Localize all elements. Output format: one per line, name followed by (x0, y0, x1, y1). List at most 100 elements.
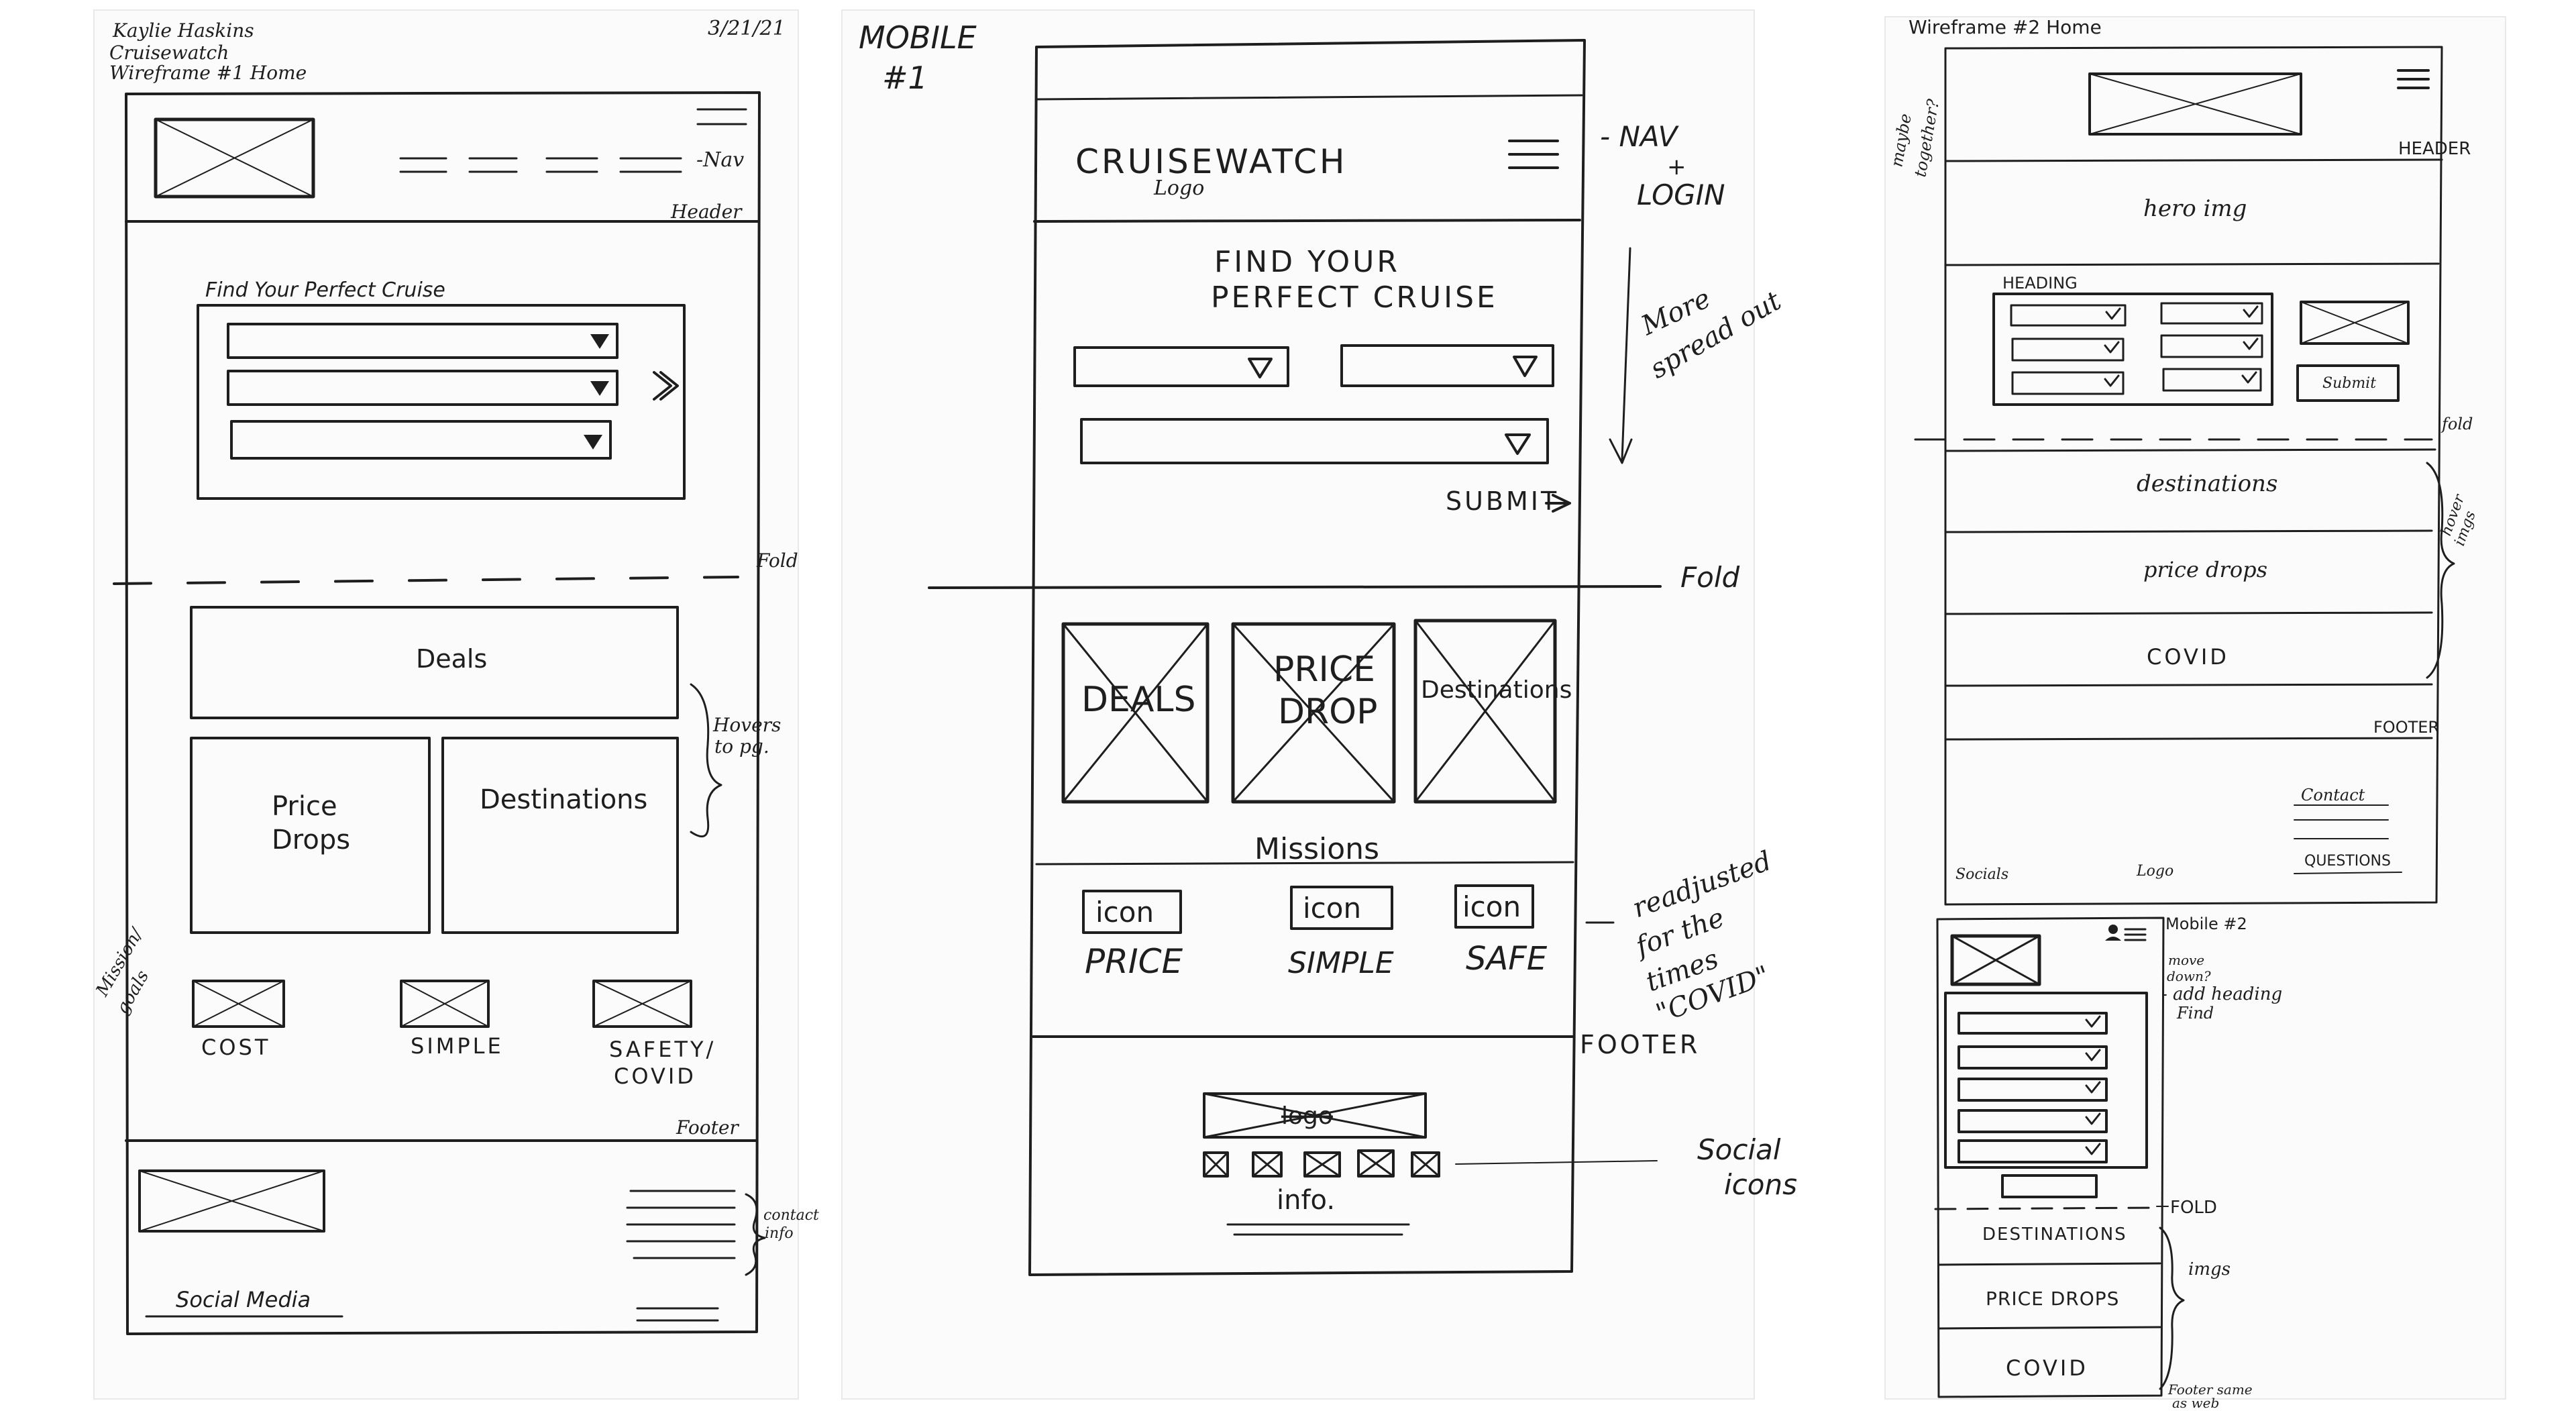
wireframe-title: Wireframe #1 Home (109, 62, 307, 84)
missions-divider (1035, 861, 1574, 866)
wireframe2-covid-label: COVID (2147, 644, 2229, 670)
wireframe2-logo-placeholder (2088, 72, 2302, 136)
wireframe2-fold-solid (1944, 448, 2436, 452)
wireframe2-questions-label: QUESTIONS (2304, 853, 2391, 870)
tile-destinations-label: Destinations (1421, 676, 1572, 704)
social-media-label: Social Media (176, 1287, 311, 1312)
mobile2-dropdowns (1957, 1012, 2108, 1163)
wireframe2-price-drops-label: price drops (2143, 557, 2267, 582)
search-arrow-icon (653, 371, 679, 401)
mobile1-title-2: #1 (882, 60, 928, 96)
add-heading-note-2: Find (2176, 1004, 2214, 1023)
mobile1-info-label: info. (1277, 1185, 1335, 1216)
wireframe2-heading-label: HEADING (2002, 274, 2078, 293)
mobile1-find-line-2: PERFECT CRUISE (1211, 280, 1498, 315)
safety-icon (592, 980, 692, 1028)
search-dropdown-3 (230, 420, 612, 460)
contact-note-1: contact (763, 1207, 819, 1224)
hero-divider (1944, 262, 2440, 266)
mission-price-icon: icon (1082, 890, 1182, 934)
mobile1-nav-note-1: - NAV (1600, 120, 1680, 153)
wireframe2-contact-label: Contact (2301, 786, 2365, 804)
footer-label: Footer (676, 1116, 739, 1139)
footer-same-note-2: as web (2172, 1395, 2219, 1411)
wireframe2-fold-label: fold (2440, 415, 2473, 433)
svg-text:icon: icon (1095, 896, 1154, 929)
wireframe2-hamburger-icon (2397, 69, 2430, 89)
cost-label: COST (201, 1035, 270, 1060)
wireframe2-header-divider (1944, 158, 2443, 162)
social-icons-note-2: icons (1724, 1168, 1797, 1201)
fold-dashed-line (113, 576, 739, 585)
mobile2-covid-label: COVID (2006, 1355, 2088, 1381)
more-spread-arrow (1609, 247, 1633, 464)
price-drops-card (190, 737, 431, 934)
social-icons-row (1203, 1149, 1440, 1178)
social-icons-note-1: Social (1697, 1133, 1781, 1166)
mission-simple-label: SIMPLE (1288, 946, 1394, 980)
nav-links-sketch (399, 108, 747, 173)
footer-contact-lines (626, 1190, 736, 1322)
mobile1-submit-arrow-icon (1545, 494, 1571, 513)
wireframe2-frame (1944, 46, 2443, 906)
mobile1-logo-text: CRUISEWATCH (1075, 142, 1347, 181)
mobile2-imgs-brace (2159, 1226, 2185, 1390)
mission-price-label: PRICE (1085, 942, 1183, 981)
mobile2-imgs-note: imgs (2188, 1259, 2231, 1279)
mission-safe-icon: icon (1454, 884, 1534, 929)
mission-simple-icon: icon (1290, 886, 1393, 930)
search-form-box (197, 304, 686, 500)
mobile1-frame (1028, 39, 1586, 1276)
mobile2-search-box (1944, 992, 2148, 1169)
mobile2-frame (1936, 917, 2165, 1398)
mobile1-nav-note-2: + (1667, 154, 1686, 180)
tile-price-label-1: PRICE (1273, 649, 1375, 690)
wireframe2-footer-label: FOOTER (2373, 718, 2439, 737)
mobile2-row-divider-1 (1937, 1262, 2161, 1266)
wireframe2-row-divider-3 (1944, 683, 2433, 687)
mobile1-title-1: MOBILE (859, 19, 977, 56)
mobile1-dropdown-2 (1340, 344, 1554, 387)
deals-label: Deals (416, 644, 487, 674)
mobile2-destinations-label: DESTINATIONS (1982, 1224, 2127, 1245)
wireframe2-socials-label: Socials (1955, 866, 2008, 883)
hover-imgs-brace (2426, 462, 2455, 679)
missions-heading: Missions (1254, 832, 1379, 866)
wireframe2-title: Wireframe #2 Home (1909, 16, 2102, 38)
mobile2-submit-button (2001, 1174, 2098, 1198)
mobile1-fold-label: Fold (1680, 561, 1740, 594)
sheet-3-wireframe-2: Wireframe #2 Home maybe together? HEADER… (1887, 16, 2479, 1411)
social-icons-pointer (1455, 1160, 1658, 1165)
mobile1-header-divider (1033, 219, 1581, 223)
safety-label-2: COVID (614, 1063, 696, 1089)
search-dropdown-1 (227, 323, 619, 359)
mobile2-hamburger-icon (2124, 928, 2147, 941)
mobile1-fold-line (928, 585, 1662, 589)
wireframe2-questions-line (2294, 872, 2402, 874)
mobile1-top-edge (1035, 94, 1583, 101)
wireframe2-search-box (1992, 293, 2273, 406)
simple-icon (400, 980, 490, 1028)
move-down-note-1: move (2168, 952, 2204, 968)
hovers-brace (690, 683, 722, 838)
simple-label: SIMPLE (411, 1033, 504, 1059)
nav-label: -Nav (696, 148, 744, 172)
mobile2-fold-label: FOLD (2170, 1198, 2217, 1218)
mobile1-hamburger-icon (1508, 140, 1559, 169)
mobile1-footer-logo: logo (1203, 1092, 1427, 1139)
price-drops-label-2: Drops (272, 825, 350, 855)
mobile1-submit-label: SUBMIT (1446, 486, 1559, 516)
wireframe2-submit-label: Submit (2322, 375, 2376, 392)
paper-sheet-2 (841, 9, 1755, 1400)
add-heading-note-1: - add heading (2161, 984, 2282, 1004)
date-note: 3/21/21 (708, 17, 786, 40)
mobile1-dropdown-3 (1080, 418, 1549, 464)
wireframe2-search-image (2300, 301, 2410, 345)
tile-deals-label: DEALS (1081, 680, 1195, 720)
fold-label: Fold (756, 550, 798, 572)
wireframe2-header-label: HEADER (2398, 139, 2471, 159)
wireframe2-submit-button (2296, 364, 2400, 402)
mobile2-price-drops-label: PRICE DROPS (1986, 1288, 2119, 1310)
mobile1-find-line-1: FIND YOUR (1214, 245, 1400, 279)
contact-note-2: info (765, 1225, 794, 1242)
